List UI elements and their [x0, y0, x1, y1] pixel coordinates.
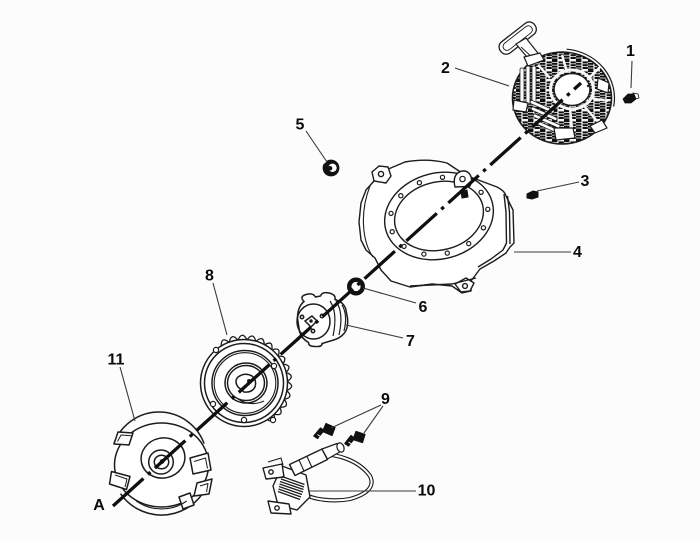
- svg-text:5: 5: [296, 117, 305, 134]
- svg-text:10: 10: [418, 483, 436, 500]
- svg-text:3: 3: [581, 173, 590, 190]
- svg-text:2: 2: [441, 60, 450, 77]
- svg-text:A: A: [93, 497, 105, 514]
- svg-text:4: 4: [573, 244, 582, 261]
- svg-text:8: 8: [205, 268, 214, 285]
- svg-text:9: 9: [381, 391, 390, 408]
- svg-text:7: 7: [406, 333, 415, 350]
- svg-text:1: 1: [626, 43, 635, 60]
- svg-text:11: 11: [108, 352, 125, 369]
- svg-text:6: 6: [419, 299, 428, 316]
